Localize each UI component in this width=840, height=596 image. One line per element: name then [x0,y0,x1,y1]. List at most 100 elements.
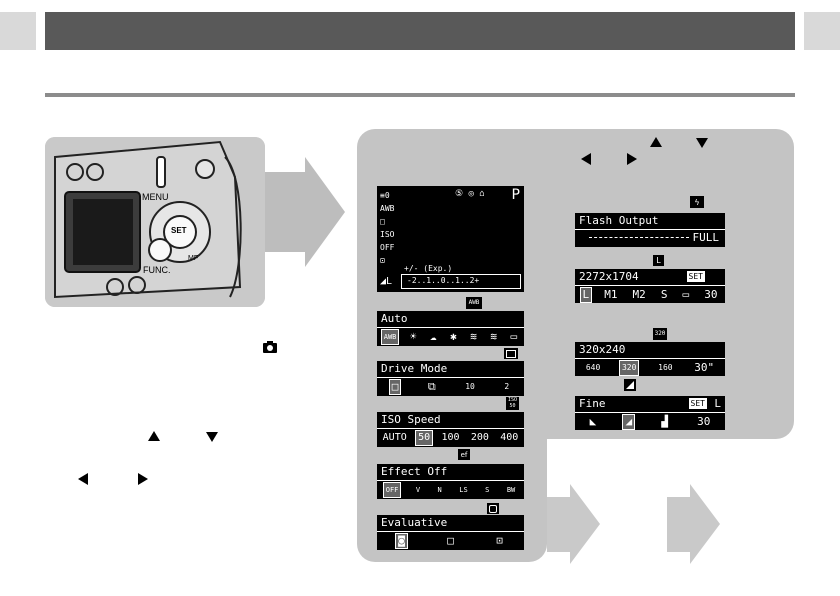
iso-speed-menu[interactable]: ISO Speed AUTO 50 100 200 400 [377,412,524,447]
lcd-exp-label: +/- (Exp.) [404,264,453,273]
lcd-exp-scale-box [401,274,521,289]
quality-option-fine[interactable]: ◢ [622,414,636,430]
panel-up-arrow-icon [650,137,662,147]
wb-option-custom[interactable]: ▭ [510,330,518,343]
panel-left-arrow-icon [581,153,591,165]
up-arrow-icon [148,431,160,441]
wb-option-daylight[interactable]: ☀ [409,330,417,343]
metering-option-center[interactable]: □ [447,534,454,547]
movie-size-menu[interactable]: 320x240 640 320 160 30" [575,342,725,376]
wb-option-awb[interactable]: AWB [380,329,400,345]
effect-options: OFF V N LS S BW [377,481,524,499]
movie-option-320[interactable]: 320 [618,360,640,376]
wb-option-fluorescent-h[interactable]: ≋ [490,330,498,343]
camera-icon [262,340,278,354]
res-option-m2[interactable]: M2 [632,288,646,301]
resolution-options: L M1 M2 S ▭ 30 [575,286,725,304]
quality-header: Fine SET L [575,396,725,413]
flow-arrow-body [265,172,305,252]
metering-header: Evaluative [377,515,524,532]
wb-option-cloudy[interactable]: ☁ [430,330,437,343]
lcd-exp-scale: -2..1..0..1..2+ [407,276,480,285]
res-option-l[interactable]: L [579,287,593,303]
title-bar [45,12,795,50]
down-arrow-icon [206,432,218,442]
movie-option-160[interactable]: 160 [658,363,673,372]
flash-output-value: FULL [692,231,720,244]
right-arrow-icon [138,473,148,485]
iso-option-100[interactable]: 100 [441,432,460,443]
resolution-header: 2272x1704 SET [575,269,725,286]
quality-option-normal[interactable]: ▟ [661,415,668,428]
resolution-menu[interactable]: 2272x1704 SET L M1 M2 S ▭ 30 [575,269,725,303]
quality-menu[interactable]: Fine SET L ◣ ◢ ▟ 30 [575,396,725,430]
lcd-status-icons: ⑤ ◎ ⌂ [455,189,485,199]
movie-option-640[interactable]: 640 [585,363,601,372]
iso-option-auto[interactable]: AUTO [382,432,407,443]
quality-size: L [714,397,721,410]
flash-chip-icon: ϟ [690,196,704,208]
iso-speed-header: ISO Speed [377,412,524,429]
iso-option-400[interactable]: 400 [500,432,519,443]
right-tab [804,12,840,50]
metering-menu[interactable]: Evaluative ◙ □ ⊡ [377,515,524,550]
iso-option-50[interactable]: 50 [415,430,434,446]
flash-output-header: Flash Output [575,213,725,230]
white-balance-options: AWB ☀ ☁ ✱ ≋ ≋ ▭ [377,328,524,346]
effect-option-off[interactable]: OFF [382,482,402,498]
lcd-size-icon: ◢L [380,276,393,287]
flash-output-slider[interactable] [589,237,689,240]
fine-chip-icon [624,379,636,391]
metering-chip-icon [487,503,499,514]
quality-shots-remaining: 30 [697,415,711,428]
quality-options: ◣ ◢ ▟ 30 [575,413,725,431]
resolution-set-badge: SET [686,271,705,282]
drive-mode-header: Drive Mode [377,361,524,378]
iso-speed-options: AUTO 50 100 200 400 [377,429,524,447]
drive-option-timer-2[interactable]: 2 [504,382,510,391]
large-chip-icon: L [653,255,664,266]
movie-size-header: 320x240 [575,342,725,359]
drive-option-single[interactable]: □ [388,379,402,395]
effect-option-sepia[interactable]: S [485,486,490,494]
metering-option-evaluative[interactable]: ◙ [395,533,408,549]
drive-mode-options: □ ⧉ 10 2 [377,378,524,396]
res-option-m1[interactable]: M1 [604,288,618,301]
set-label: SET [171,226,187,235]
left-arrow-icon [78,473,88,485]
metering-option-spot[interactable]: ⊡ [496,534,503,547]
resolution-value: 2272x1704 [579,270,639,283]
effect-option-neutral[interactable]: N [437,486,442,494]
wb-option-fluorescent[interactable]: ≋ [470,330,477,343]
effect-option-bw[interactable]: BW [506,486,516,494]
lcd-mode: P [511,187,520,203]
white-balance-menu[interactable]: Auto AWB ☀ ☁ ✱ ≋ ≋ ▭ [377,311,524,346]
func-label: FUNC. [143,265,171,275]
flash-output-menu[interactable]: Flash Output FULL [575,213,725,247]
camera-back-illustration [45,137,265,307]
camera-photo: MENU SET FUNC. MF [45,137,265,307]
effect-option-low-sharpening[interactable]: LS [459,486,468,494]
res-option-s[interactable]: S [660,288,668,301]
panel-down-arrow-icon [696,138,708,148]
mf-label: MF [188,255,199,262]
effect-menu[interactable]: Effect Off OFF V N LS S BW [377,464,524,499]
menu-label: MENU [142,192,169,202]
drive-chip-icon [504,348,518,359]
white-balance-header: Auto [377,311,524,328]
lower-arrow-2-head [690,484,720,564]
quality-option-superfine[interactable]: ◣ [589,415,597,428]
effect-header: Effect Off [377,464,524,481]
drive-option-continuous[interactable]: ⧉ [427,380,436,393]
section-rule [45,93,795,97]
drive-option-timer-10[interactable]: 10 [465,382,475,391]
lower-arrow-2-body [667,497,690,552]
effect-option-vivid[interactable]: V [415,486,421,494]
lower-arrow-1-head [570,484,600,564]
iso-option-200[interactable]: 200 [470,432,489,443]
iso-chip-icon: ISO 50 [506,397,519,410]
res-option-postcard[interactable]: ▭ [682,288,690,301]
drive-mode-menu[interactable]: Drive Mode □ ⧉ 10 2 [377,361,524,396]
wb-option-tungsten[interactable]: ✱ [450,330,457,343]
